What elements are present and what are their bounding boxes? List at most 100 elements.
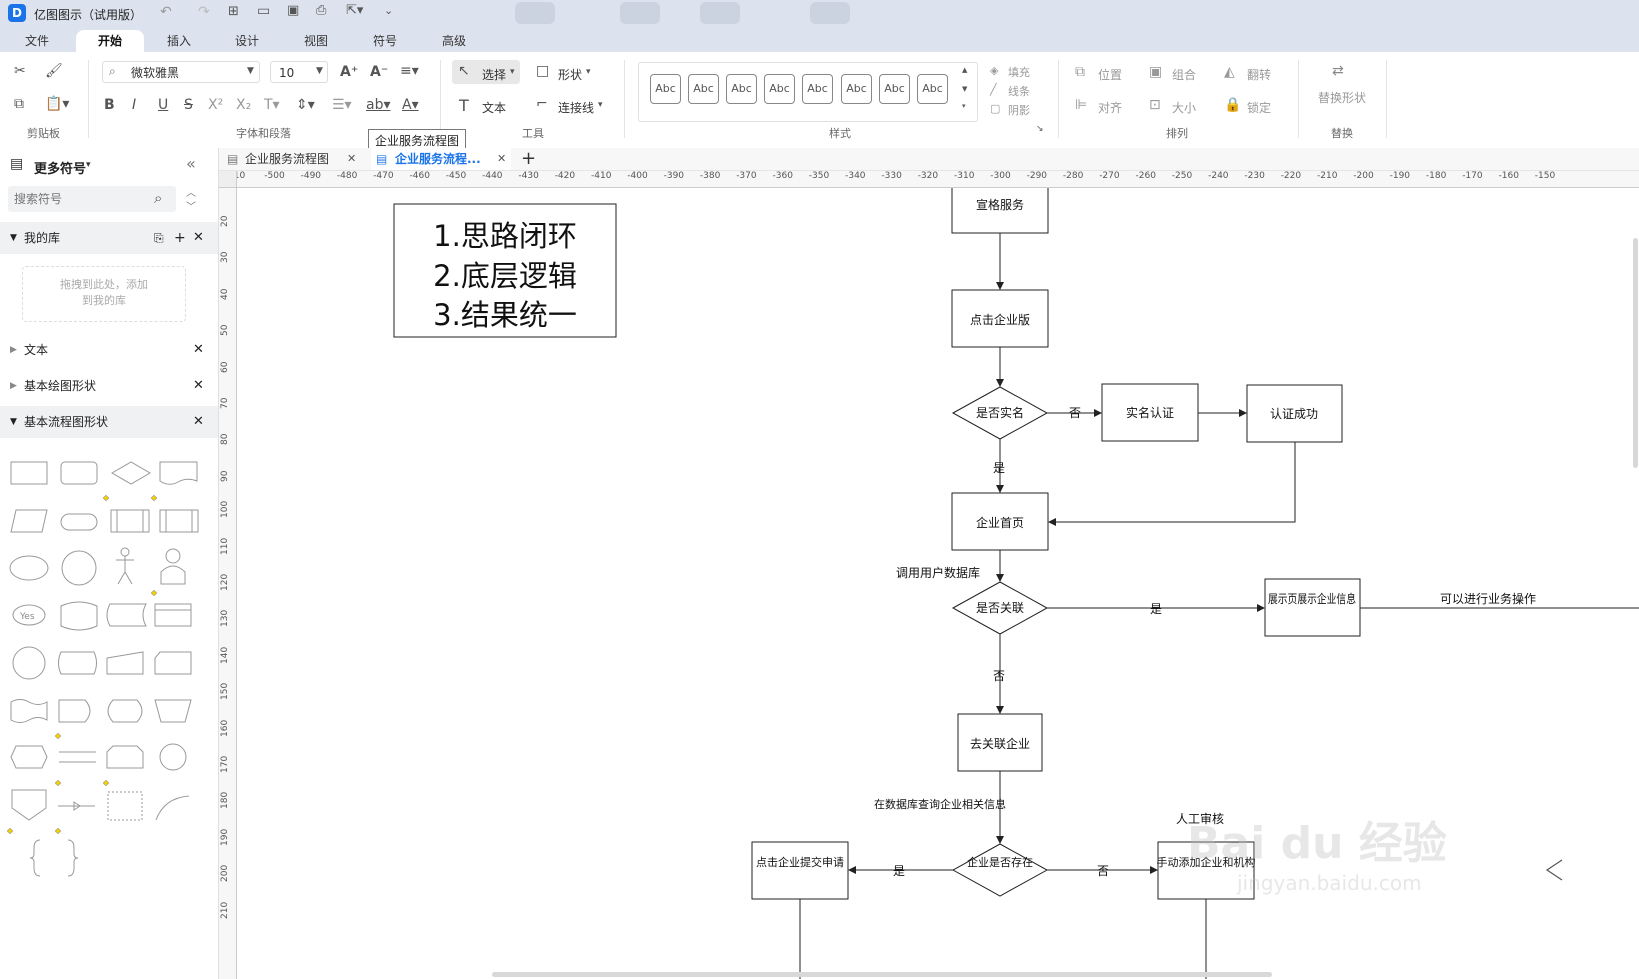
style-swatch[interactable]: Abc [764,74,795,104]
style-swatch[interactable]: Abc [917,74,948,104]
text-case-icon[interactable]: T▾ [264,97,280,113]
format-painter-icon[interactable]: 🖌 [45,63,63,79]
superscript-icon[interactable]: X² [208,97,224,113]
shadow-label[interactable]: 阴影 [1008,104,1030,117]
tab-advanced[interactable]: 高级 [441,34,466,48]
import-icon[interactable]: ⎘ [154,231,164,245]
align-objects-icon[interactable]: ⊫ [1075,97,1088,113]
redo-icon[interactable]: ↷ [198,4,210,20]
shrink-font-icon[interactable]: A⁻ [370,64,389,80]
new-icon[interactable]: ⊞ [228,4,239,19]
lock-icon[interactable]: 🔒 [1224,97,1242,113]
close-tab-icon[interactable]: ✕ [347,152,357,165]
align-objects-label[interactable]: 对齐 [1098,101,1123,115]
connector-label[interactable]: 连接线 [558,101,595,115]
collapse-panel-icon[interactable]: « [186,154,196,173]
flip-label[interactable]: 翻转 [1247,68,1272,82]
italic-icon[interactable]: I [132,97,137,113]
tab-insert[interactable]: 插入 [166,34,191,48]
open-folder-icon[interactable]: ▭ [257,3,271,19]
style-swatch[interactable]: Abc [879,74,910,104]
position-label[interactable]: 位置 [1098,68,1123,82]
symbol-search-box[interactable]: ⌕ [8,186,176,212]
font-family-select[interactable]: 微软雅黑 [102,61,260,83]
style-swatch[interactable]: Abc [650,74,681,104]
bullets-icon[interactable]: ☰▾ [332,97,352,113]
close-icon[interactable]: ✕ [193,414,204,429]
font-color-icon[interactable]: A▾ [402,97,419,113]
flowchart-shapes-header[interactable]: ▼ 基本流程图形状 ✕ [0,406,218,438]
select-button[interactable] [452,60,520,84]
more-symbols-title[interactable]: 更多符号 [34,162,87,177]
basic-shapes-header[interactable]: ▶ 基本绘图形状 ✕ [0,370,218,402]
text-library-header[interactable]: ▶ 文本 ✕ [0,334,218,366]
strikethrough-icon[interactable]: S [184,97,193,113]
grow-font-icon[interactable]: A⁺ [340,64,359,80]
size-label[interactable]: 大小 [1172,101,1197,115]
scroll-down-icon[interactable]: ﹀ [186,202,196,213]
text-tool-icon[interactable]: T [459,96,469,115]
paste-icon[interactable]: 📋▾ [45,96,70,112]
tab-home[interactable]: 开始 [76,30,144,52]
scroll-up-icon[interactable]: ︿ [186,188,196,199]
replace-shape-icon[interactable]: ⇄ [1332,63,1344,79]
search-input[interactable] [12,189,151,209]
style-swatch[interactable]: Abc [841,74,872,104]
highlight-icon[interactable]: ab▾ [366,97,391,113]
quick-access-more-icon[interactable]: ⌄ [384,4,394,17]
connector-icon[interactable]: ⌐ [536,96,548,112]
bold-icon[interactable]: B [104,97,115,113]
tab-symbols[interactable]: 符号 [372,34,397,48]
flip-icon[interactable]: ◭ [1224,64,1235,80]
add-icon[interactable]: + [174,230,186,246]
my-library-dropzone[interactable]: 拖拽到此处，添加到我的库 [22,266,186,322]
shadow-icon[interactable]: ▢ [990,102,1001,115]
underline-icon[interactable]: U [158,97,169,113]
position-icon[interactable]: ⧉ [1075,64,1085,80]
style-swatch[interactable]: Abc [688,74,719,104]
new-tab-button[interactable]: + [521,148,537,169]
gallery-scroll-down-icon[interactable]: ▼ [962,85,968,93]
save-icon[interactable]: ▣ [287,3,300,18]
print-icon[interactable]: ⎙ [316,3,327,18]
replace-shape-label[interactable]: 替换形状 [1318,91,1367,105]
tab-design[interactable]: 设计 [234,34,259,48]
text-tool-label[interactable]: 文本 [482,101,507,115]
close-icon[interactable]: ✕ [193,230,204,245]
group-icon[interactable]: ▣ [1149,64,1163,80]
tab-file[interactable]: 文件 [24,34,49,48]
drawing-canvas[interactable]: 1.思路闭环 2.底层逻辑 3.结果统一 宣格服务 点击企业版 是否实名 实名认… [237,188,1639,979]
font-size-select[interactable]: 10 [270,61,328,83]
line-icon[interactable]: ╱ [990,83,997,96]
size-icon[interactable]: ⊡ [1149,97,1161,113]
fill-icon[interactable]: ◈ [990,64,999,77]
close-icon[interactable]: ✕ [193,378,204,393]
document-tab-active[interactable]: ▤ 企业服务流程... ✕ [371,148,511,170]
lock-label[interactable]: 锁定 [1247,101,1272,115]
subscript-icon[interactable]: X₂ [236,97,252,113]
my-library-header[interactable]: ▼ 我的库 ⎘ + ✕ [0,222,218,254]
fill-label[interactable]: 填充 [1008,66,1030,79]
shape-label[interactable]: 形状 [558,68,583,82]
rectangle-icon[interactable]: □ [536,63,550,79]
dialog-launcher-icon[interactable]: ↘ [1036,124,1044,134]
line-label[interactable]: 线条 [1008,85,1030,98]
undo-icon[interactable]: ↶ [160,4,172,20]
style-swatch[interactable]: Abc [726,74,757,104]
close-icon[interactable]: ✕ [193,342,204,357]
gallery-scroll-up-icon[interactable]: ▲ [962,66,968,74]
gallery-more-icon[interactable]: ▾ [962,102,966,110]
horizontal-scrollbar[interactable] [492,972,1272,977]
flowchart-diagram[interactable]: 1.思路闭环 2.底层逻辑 3.结果统一 宣格服务 点击企业版 是否实名 实名认… [237,188,1639,979]
line-spacing-icon[interactable]: ⇕▾ [296,97,315,113]
flowchart-shape-grid[interactable]: Yes [0,448,218,878]
vertical-scrollbar[interactable] [1633,238,1638,468]
copy-icon[interactable]: ⧉ [14,96,24,112]
export-icon[interactable]: ⇱▾ [346,3,364,18]
tab-view[interactable]: 视图 [303,34,328,48]
cut-icon[interactable]: ✂ [14,63,26,79]
search-icon[interactable]: ⌕ [154,189,163,207]
style-swatch[interactable]: Abc [802,74,833,104]
close-tab-icon[interactable]: ✕ [497,152,507,165]
group-label[interactable]: 组合 [1172,68,1197,82]
